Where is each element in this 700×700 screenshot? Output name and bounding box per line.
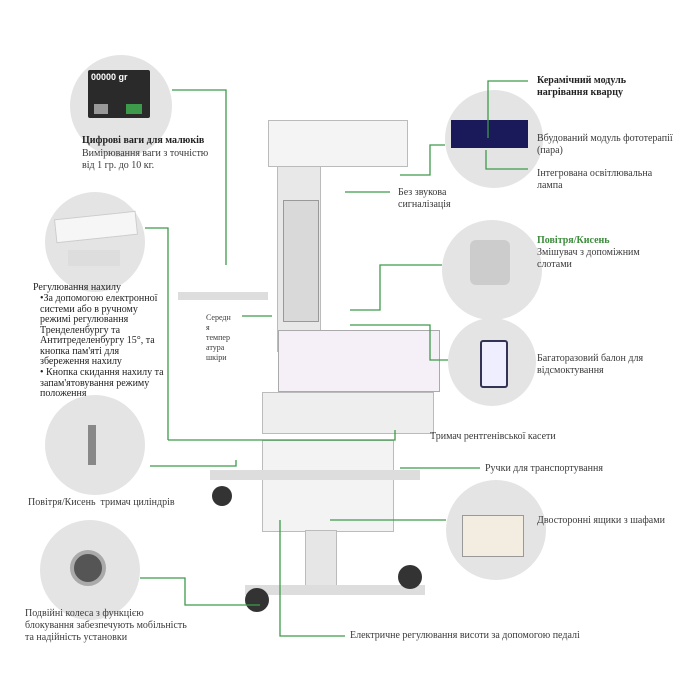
- skin-temp-line: шкіри: [206, 353, 227, 362]
- suction-line: відсмоктування: [537, 365, 604, 376]
- drawer-cabinet: [262, 440, 394, 532]
- cylinder-holder-image: [88, 425, 96, 465]
- xray-label: Тримач рентгенівської касети: [430, 431, 556, 442]
- mixer-title: Повітря/Кисень: [537, 235, 610, 246]
- lamp-callout: [485, 150, 528, 170]
- side-tray: [178, 292, 268, 300]
- skin-temp-line: я: [206, 323, 210, 332]
- mixer-callout: [350, 264, 442, 311]
- tilt-line: положення: [40, 388, 87, 399]
- tilt-bullet-2: • Кнопка скидання нахилу та запам'ятовув…: [40, 367, 164, 400]
- tilt-line: збереження нахилу: [40, 356, 122, 367]
- scale-screen: 00000 gr: [88, 70, 150, 118]
- wheels-label: Подвійні колеса з функцією блокування за…: [25, 608, 187, 644]
- heater-line: Керамічний модуль: [537, 75, 626, 86]
- scale-callout: [172, 89, 227, 265]
- skin-temp-label: Середн я темпер атура шкіри: [206, 313, 231, 363]
- tilt-line: • Кнопка скидання нахилу та: [40, 367, 164, 378]
- handles-label: Ручки для транспортування: [485, 463, 603, 474]
- drawers-label: Двосторонні ящики з шафами: [537, 515, 665, 526]
- heater-line: нагрівання кварцу: [537, 87, 623, 98]
- suction-line: Багаторазовий балон для: [537, 353, 644, 364]
- heater-canopy: [268, 120, 408, 167]
- phototherapy-callout: [400, 144, 445, 176]
- alarm-label: Без звукова сигналізація: [398, 187, 451, 211]
- tilt-bullet-1: •За допомогою електронної системи або в …: [40, 293, 158, 368]
- wheel: [398, 565, 422, 589]
- play-button: [126, 104, 142, 114]
- base-frame: [210, 470, 420, 480]
- baby-bed: [278, 330, 440, 392]
- control-panel: [283, 200, 319, 322]
- tilt-line: •За допомогою електронної: [40, 293, 158, 304]
- suction-callout: [350, 324, 448, 361]
- skin-temp-line: темпер: [206, 333, 230, 342]
- tilt-line: запам'ятовування режиму: [40, 377, 150, 389]
- wheels-line: блокування забезпечують мобільність: [25, 620, 187, 631]
- bed-base: [262, 392, 434, 434]
- scale-display: 00000 gr: [91, 72, 128, 82]
- tilt-line: системи або в ручному: [40, 303, 138, 315]
- wheels-line: Подвійні колеса з функцією: [25, 608, 144, 619]
- wheel-image: [70, 550, 106, 586]
- wheel: [245, 588, 269, 612]
- lift-column: [305, 530, 337, 587]
- cylinders-label: Повітря/Кисень тримач циліндрів: [28, 497, 175, 508]
- skin-temp-line: атура: [206, 343, 225, 352]
- tilt-line: кнопка пам'яті для: [40, 345, 120, 357]
- tilt-title: Регулювання нахилу: [33, 282, 121, 293]
- mixer-line: слотами: [537, 259, 572, 270]
- pedal-callout: [279, 520, 345, 637]
- tilt-line: Тренделенбургу та: [40, 324, 121, 336]
- phototherapy-image: [451, 120, 528, 148]
- xray-callout: [168, 430, 396, 441]
- suction-bottle-image: [480, 340, 508, 388]
- lamp-label: Інтегрована освітлювальна лампа: [537, 168, 652, 192]
- phototherapy-label: Вбудований модуль фототерапії (пара): [537, 133, 673, 156]
- heater-callout: [487, 80, 528, 138]
- wheels-line: та надійність установки: [25, 632, 128, 643]
- cylinder-callout: [150, 460, 237, 467]
- tare-button: [94, 104, 108, 114]
- pedal-label: Електричне регулювання висоти за допомог…: [350, 630, 580, 641]
- scale-desc-2: від 1 гр. до 10 кг.: [82, 160, 155, 171]
- scale-title: Цифрові ваги для малюків: [82, 135, 205, 146]
- scale-desc-1: Вимірювання ваги з точністю: [82, 148, 209, 159]
- tilt-line: режимі регулювання: [40, 314, 129, 325]
- mixer-line: Змішувач з допоміжним: [537, 247, 640, 258]
- alarm-line: сигналізація: [398, 199, 451, 210]
- tilt-callout: [145, 227, 169, 440]
- skin-temp-line: Середн: [206, 313, 231, 322]
- mixer-image: [470, 240, 510, 285]
- tilt-line: Антитределенбургу 15°, та: [40, 335, 155, 346]
- mixer-label: Повітря/Кисень Змішувач з допоміжним сло…: [537, 235, 640, 271]
- wheel: [212, 486, 232, 506]
- alarm-line: Без звукова: [398, 187, 447, 198]
- drawers-image: [462, 515, 524, 557]
- lamp-line: лампа: [537, 180, 563, 191]
- tilt-controls-image: [68, 250, 120, 266]
- wheel-callout: [140, 577, 260, 606]
- base-legs: [245, 585, 425, 595]
- heater-label: Керамічний модуль нагрівання кварцу: [537, 75, 626, 99]
- suction-label: Багаторазовий балон для відсмоктування: [537, 353, 643, 377]
- lamp-line: Інтегрована освітлювальна: [537, 168, 653, 179]
